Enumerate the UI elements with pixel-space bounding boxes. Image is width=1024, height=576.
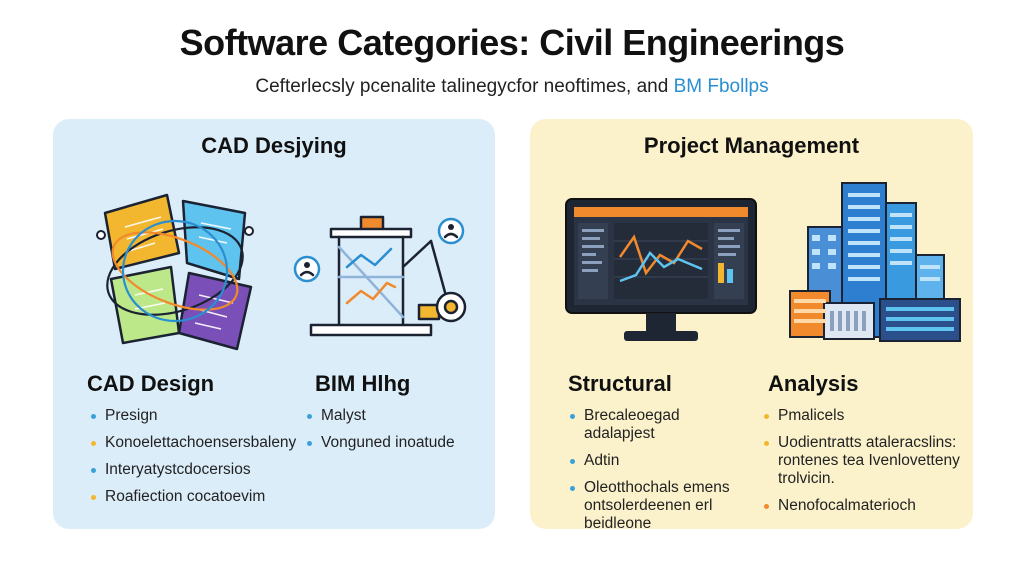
list-item: Interyatystcdocersios <box>89 461 299 479</box>
list-item: Oleotthochals emens ontsolerdeenen erl b… <box>568 479 748 533</box>
cad-design-panel: CAD Desjying <box>53 119 495 529</box>
monitor-dashboard-icon <box>565 198 757 341</box>
bim-heading: BIM Hlhg <box>315 371 411 396</box>
subtitle-highlight: BM Fbollps <box>673 76 769 97</box>
cad-design-list: Presign Konoelettachoensersbaleny Intery… <box>89 407 299 515</box>
list-item: Roafiection cocatoevim <box>89 488 299 506</box>
analysis-list: Pmalicels Uodientratts ataleracslins: ro… <box>762 407 962 524</box>
page-title: Software Categories: Civil Engineerings <box>179 22 845 63</box>
crane-chart-icon <box>293 215 467 337</box>
page-subtitle: Cefterlecsly pcenalite talinegycfor neof… <box>0 76 1024 98</box>
city-buildings-icon <box>789 182 961 342</box>
bim-list: Malyst Vonguned inoatude <box>305 407 485 461</box>
project-management-panel: Project Management <box>530 119 973 532</box>
subtitle-main: Cefterlecsly pcenalite talinegycfor neof… <box>255 76 674 97</box>
list-item: Presign <box>89 407 299 425</box>
analysis-heading: Analysis <box>768 371 859 396</box>
list-item: Pmalicels <box>762 407 962 425</box>
list-item: Malyst <box>305 407 485 425</box>
list-item: Nenofocalmaterioch <box>762 497 962 515</box>
interlocking-puzzle-icon <box>96 193 254 351</box>
pm-panel-title: Project Management <box>643 133 860 158</box>
structural-heading: Structural <box>568 371 672 396</box>
list-item: Adtin <box>568 452 748 470</box>
list-item: Brecaleoegad adalapjest <box>568 407 748 443</box>
structural-list: Brecaleoegad adalapjest Adtin Oleotthoch… <box>568 407 748 542</box>
list-item: Konoelettachoensersbaleny <box>89 434 299 452</box>
cad-design-heading: CAD Design <box>87 371 215 396</box>
list-item: Vonguned inoatude <box>305 434 485 452</box>
list-item: Uodientratts ataleracslins: rontenes tea… <box>762 434 962 488</box>
cad-panel-title: CAD Desjying <box>201 133 347 158</box>
